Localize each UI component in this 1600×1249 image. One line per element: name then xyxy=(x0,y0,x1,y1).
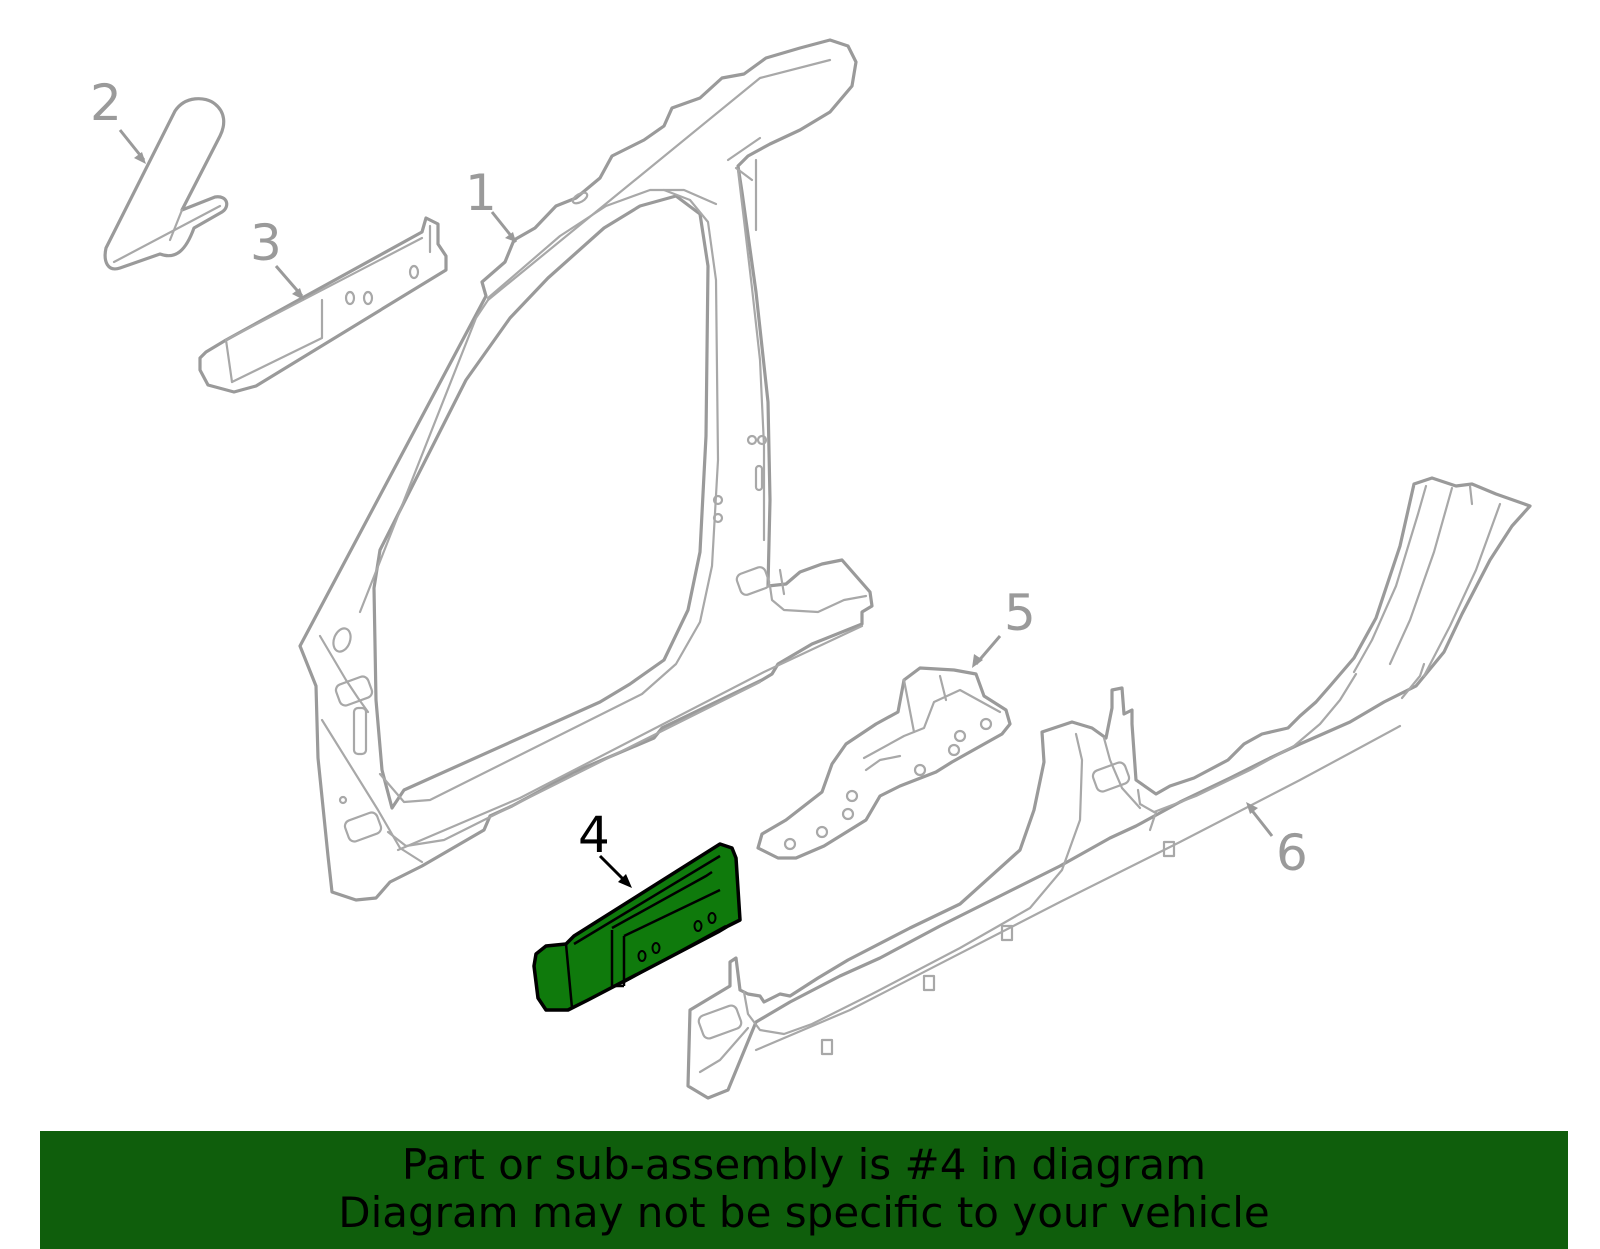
callout-1-number: 1 xyxy=(465,164,497,222)
callout-3: 3 xyxy=(250,214,304,300)
callout-3-number: 3 xyxy=(250,214,282,272)
callout-2-number: 2 xyxy=(90,74,122,132)
callout-6: 6 xyxy=(1246,802,1308,882)
callout-5: 5 xyxy=(972,584,1036,668)
part-1[interactable] xyxy=(298,38,874,902)
banner-line-1: Part or sub-assembly is #4 in diagram xyxy=(401,1140,1207,1189)
banner-line-2: Diagram may not be specific to your vehi… xyxy=(338,1188,1270,1237)
part-3[interactable] xyxy=(198,216,448,394)
callout-5-number: 5 xyxy=(1004,584,1036,642)
callout-4-number: 4 xyxy=(578,806,610,864)
part-4[interactable] xyxy=(532,842,742,1012)
callout-2: 2 xyxy=(90,74,146,164)
part-2[interactable] xyxy=(103,97,229,271)
part-6[interactable] xyxy=(686,476,1532,1100)
callout-6-number: 6 xyxy=(1276,824,1308,882)
part-5[interactable] xyxy=(756,666,1012,860)
info-banner: Part or sub-assembly is #4 in diagram Di… xyxy=(40,1131,1568,1249)
callout-1: 1 xyxy=(465,164,518,243)
callout-4: 4 xyxy=(578,806,632,888)
